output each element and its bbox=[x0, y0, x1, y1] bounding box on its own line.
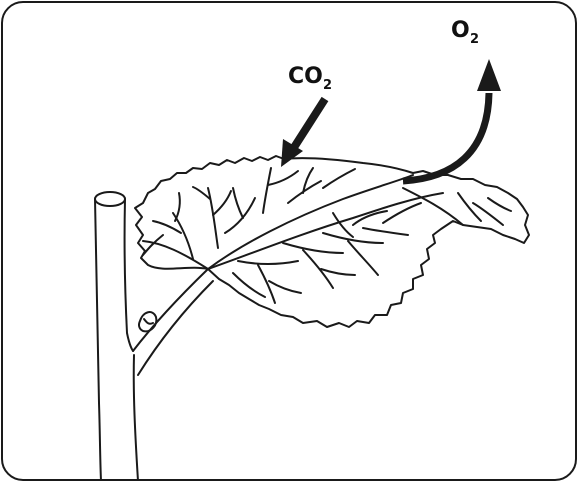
stem bbox=[95, 192, 156, 481]
svg-text:CO: CO bbox=[288, 64, 323, 89]
svg-text:2: 2 bbox=[470, 32, 479, 47]
svg-text:2: 2 bbox=[323, 78, 332, 93]
leaf-diagram: CO 2 O 2 bbox=[3, 3, 577, 481]
bud bbox=[139, 312, 156, 331]
o2-label: O 2 bbox=[451, 18, 479, 47]
svg-text:O: O bbox=[451, 18, 470, 43]
leaf-veins bbox=[143, 168, 511, 303]
co2-arrow bbox=[281, 99, 325, 167]
petiole bbox=[133, 269, 213, 375]
co2-label: CO 2 bbox=[288, 64, 332, 93]
diagram-frame: CO 2 O 2 bbox=[1, 1, 577, 481]
o2-arrow bbox=[403, 59, 501, 181]
